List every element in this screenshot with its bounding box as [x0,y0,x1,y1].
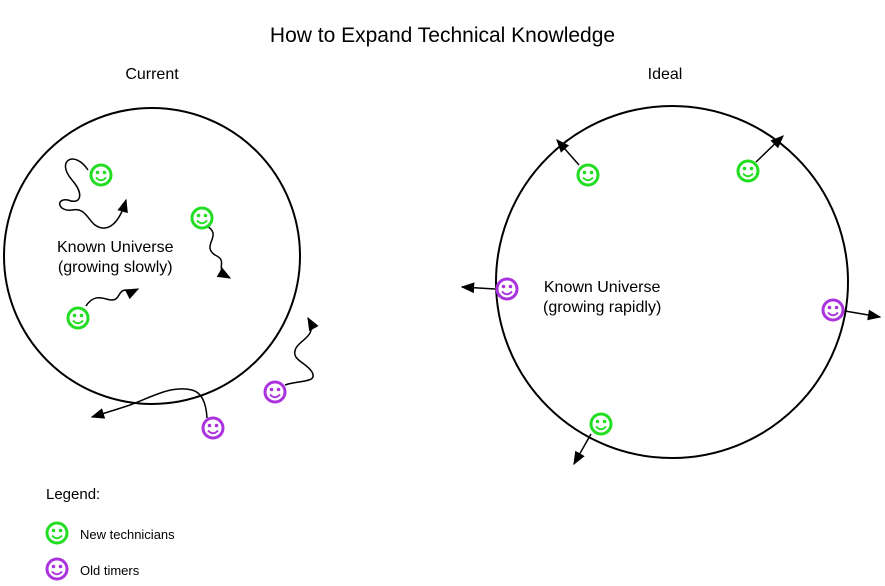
smiley-green-icon [576,163,600,187]
ideal-arrow-bottom [573,433,592,466]
ideal-arrow-right [844,309,882,321]
smiley-green-icon [736,159,760,183]
legend-item-new-technicians: New technicians [80,527,175,542]
ideal-universe-circle [495,105,849,459]
ideal-arrow-left [460,282,496,294]
current-universe-label: Known Universe (growing slowly) [57,238,174,278]
diagram-title: How to Expand Technical Knowledge [269,24,616,47]
legend-smiley-purple-icon [45,557,69,581]
ideal-universe-line2: (growing rapidly) [543,299,662,316]
legend-item-old-timers: Old timers [80,563,140,578]
current-universe-circle [3,107,301,405]
panel-label-current: Current [125,66,179,83]
smiley-green-icon [66,306,90,330]
ideal-universe-line1: Known Universe [543,279,661,296]
legend-smiley-green-icon [45,521,69,545]
current-path-wavy-right [85,288,140,307]
panel-label-ideal: Ideal [647,66,683,83]
ideal-universe-label: Known Universe (growing rapidly) [543,278,661,318]
smiley-purple-icon [495,277,519,301]
ideal-arrow-top-right [755,135,784,163]
smiley-green-icon [89,163,113,187]
legend-title: Legend: [46,486,101,503]
current-path-loopy [59,158,128,229]
current-path-wavy-up [284,316,319,386]
ideal-arrow-top-left [556,138,580,166]
smiley-purple-icon [821,298,845,322]
current-universe-line2: (growing slowly) [57,259,173,276]
current-universe-line1: Known Universe [57,239,174,256]
smiley-green-icon [190,206,214,230]
smiley-green-icon [589,412,613,436]
smiley-purple-icon [201,416,225,440]
current-path-wavy-down [204,224,232,279]
current-path-long-left [90,388,208,419]
smiley-purple-icon [263,380,287,404]
